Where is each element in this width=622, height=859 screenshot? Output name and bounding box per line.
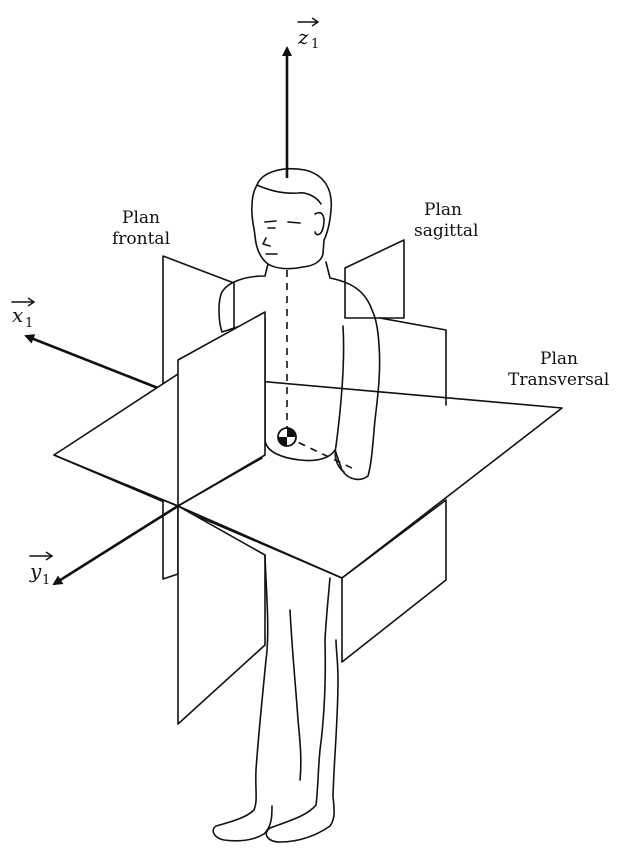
svg-text:z: z [297,25,309,49]
svg-text:1: 1 [25,316,33,331]
sagittal-plane-label-line2: sagittal [414,221,478,241]
x-axis [24,334,169,394]
frontal-plane-label-line2: frontal [112,229,170,249]
sagittal-plane-back [344,239,405,319]
sagittal-plane-lower [177,505,266,725]
svg-text:x: x [12,303,23,327]
svg-text:1: 1 [311,37,319,52]
center-of-mass-marker [277,427,297,447]
legs [212,554,339,843]
transversal-plane-label-line2: Transversal [508,370,609,390]
sagittal-plane-right-lower [341,499,447,663]
torso-outline [218,261,381,481]
svg-text:y: y [29,559,42,583]
head-outline [251,168,333,270]
axis-label-y: y 1 [29,551,54,588]
transversal-plane-label-line1: Plan [540,349,578,369]
transversal-plane [53,373,563,579]
frontal-plane-label-line1: Plan [122,208,160,228]
sagittal-plane-label-line1: Plan [424,200,462,220]
svg-text:1: 1 [42,573,50,588]
human-figure [218,168,381,481]
axis-label-x: x 1 [11,297,36,331]
sagittal-plane-front [177,311,266,507]
axis-label-z: z 1 [297,17,319,52]
y-axis [52,504,179,586]
